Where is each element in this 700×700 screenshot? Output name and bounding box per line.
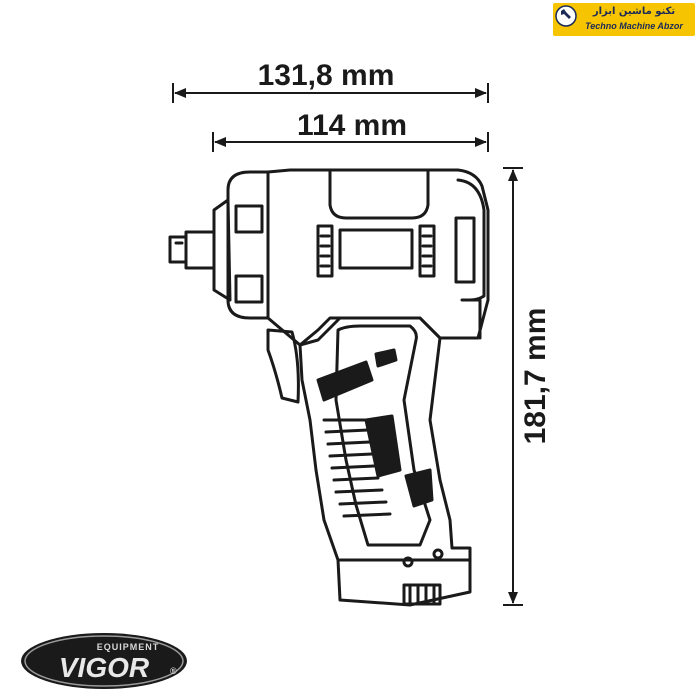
impact-wrench-illustration — [168, 168, 490, 607]
vigor-logo: EQUIPMENT VIGOR ® — [21, 633, 187, 689]
dimension-height — [503, 167, 523, 606]
height-label: 181,7 mm — [519, 308, 552, 445]
badge-english-text: Techno Machine Abzor — [585, 21, 683, 31]
wrench-icon — [555, 5, 577, 27]
techno-machine-abzar-badge: تکنو ماشین ابزار Techno Machine Abzor — [553, 3, 695, 36]
badge-persian-text: تکنو ماشین ابزار — [592, 6, 676, 17]
dimension-body-length — [212, 132, 489, 152]
vigor-logo-subtitle: EQUIPMENT — [97, 642, 160, 652]
vigor-logo-name: VIGOR — [59, 652, 150, 683]
overall-length-label: 131,8 mm — [258, 59, 395, 92]
vigor-logo-registered: ® — [170, 666, 177, 676]
dimension-overall-length — [172, 83, 489, 103]
body-length-label: 114 mm — [297, 109, 407, 142]
